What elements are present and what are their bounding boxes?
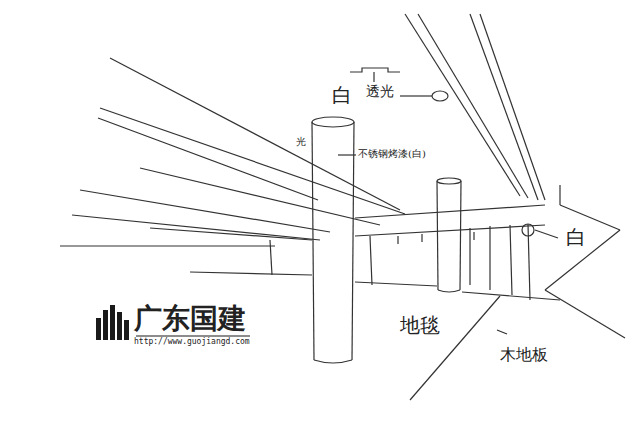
logo-bar (117, 312, 122, 340)
floor-line (270, 240, 272, 275)
logo-bar (124, 320, 129, 340)
ceiling-line (418, 14, 528, 198)
floor-line (545, 290, 625, 338)
light-mark (421, 234, 422, 242)
column-edge (312, 122, 314, 360)
floor-line (60, 245, 275, 246)
wall-line (489, 226, 490, 290)
wall-line (469, 228, 470, 285)
leader-line (373, 72, 374, 82)
perspective-lines (60, 14, 625, 400)
color-note: 白 (332, 84, 352, 106)
floor-line (190, 272, 312, 275)
wall-line (355, 205, 545, 218)
column-edge (352, 122, 354, 360)
ceiling-line (100, 108, 405, 214)
brand-name: 广东国建 (134, 304, 246, 335)
wall-line (355, 225, 545, 236)
logo-bar (110, 305, 115, 340)
floor-line (355, 282, 437, 286)
callout-circle (522, 224, 534, 236)
column-edge (460, 181, 461, 290)
wall-line (370, 236, 372, 285)
logo-icon (96, 305, 129, 340)
light-mark (473, 232, 474, 240)
light-mark (397, 236, 398, 244)
logo-bar (103, 310, 108, 340)
leader-line (400, 95, 432, 96)
floor-line (410, 296, 500, 400)
logo-bar (96, 318, 101, 340)
column-base (438, 290, 460, 292)
material-note: 不锈钢烤漆(白) (358, 148, 426, 159)
column-edge (437, 181, 438, 290)
floor-note: 木地板 (500, 346, 548, 364)
leader-line (338, 154, 356, 155)
ceiling-line (98, 118, 318, 200)
column-top (437, 178, 461, 184)
ceiling-line (150, 228, 312, 240)
floor-line (462, 292, 560, 300)
wall-line (510, 225, 512, 295)
ceiling-line (559, 185, 560, 205)
ceiling-line (110, 58, 400, 210)
callout-circle (432, 91, 448, 101)
floor-note: 地毯 (400, 314, 440, 336)
ceiling-detail (350, 68, 400, 72)
ceiling-line (470, 14, 538, 200)
ceiling-line (72, 215, 320, 240)
material-note: 透光 (366, 84, 394, 99)
ceiling-line (80, 190, 330, 232)
column-base (314, 360, 352, 363)
logo-rule (136, 335, 250, 336)
light-note: 光 (296, 136, 306, 147)
arrow-mark (497, 330, 507, 334)
column-top (312, 117, 354, 127)
leader-line (535, 230, 558, 238)
brand-url: http://www.guojiangd.com (134, 338, 250, 347)
ceiling-line (140, 168, 380, 225)
color-note: 白 (566, 226, 586, 248)
ceiling-line (480, 14, 545, 200)
